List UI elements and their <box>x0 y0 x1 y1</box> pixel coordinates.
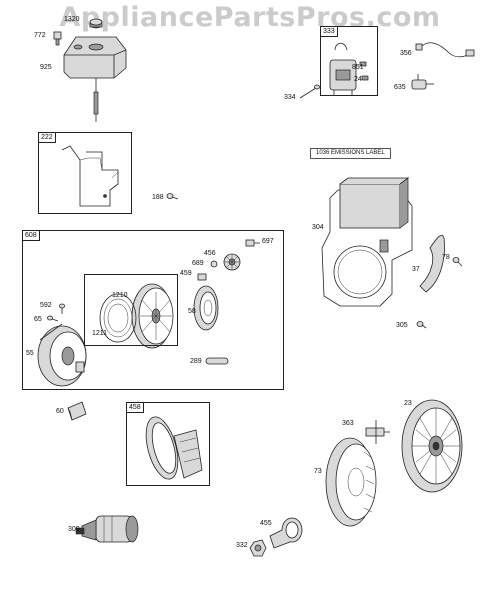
part-363-drawing <box>365 420 390 444</box>
inner-box-1210 <box>84 274 178 346</box>
part-label-304: 304 <box>312 224 324 231</box>
part-label-456: 456 <box>204 250 216 257</box>
gear-456-drawing <box>223 253 241 271</box>
part-label-58: 58 <box>188 308 196 315</box>
group-box-608: 608 <box>22 230 284 390</box>
screw-78-drawing <box>452 257 463 267</box>
part-label-356: 356 <box>400 50 412 57</box>
part-label-78: 78 <box>442 254 450 261</box>
group-tag-222: 222 <box>38 132 56 143</box>
part-label-332: 332 <box>236 542 248 549</box>
part-label-65: 65 <box>34 316 42 323</box>
group-box-458: 458 <box>126 402 210 486</box>
part-60-drawing <box>67 401 87 421</box>
part-label-925: 925 <box>40 64 52 71</box>
screw-592-drawing <box>59 303 65 314</box>
nut-332-drawing <box>249 539 267 557</box>
baffle-37-drawing <box>419 234 445 293</box>
cup-455-drawing <box>269 517 303 549</box>
part-label-459: 459 <box>180 270 192 277</box>
handle-289-drawing <box>205 357 229 365</box>
part-label-73: 73 <box>314 468 322 475</box>
emissions-label: 1036 EMISSIONS LABEL <box>310 148 391 159</box>
part-label-188: 188 <box>152 194 164 201</box>
part-label-689: 689 <box>192 260 204 267</box>
part-label-24: 24 <box>354 76 362 83</box>
bracket-222-drawing <box>61 145 119 207</box>
screw-188-drawing <box>166 193 179 200</box>
part-label-851: 851 <box>352 64 364 71</box>
terminal-635-drawing <box>411 74 434 90</box>
part-label-37: 37 <box>412 266 420 273</box>
part-label-697: 697 <box>262 238 274 245</box>
group-333-drawing <box>329 42 369 96</box>
part-label-55: 55 <box>26 350 34 357</box>
part-label-363: 363 <box>342 420 354 427</box>
tank-925-drawing <box>63 36 127 122</box>
cap-1320-drawing <box>89 18 103 29</box>
group-tag-458: 458 <box>126 402 144 413</box>
part-label-23: 23 <box>404 400 412 407</box>
part-label-334: 334 <box>284 94 296 101</box>
group-box-222: 222 <box>38 132 132 214</box>
wire-356-drawing <box>415 42 475 58</box>
part-label-1210: 1210 <box>112 292 128 299</box>
part-label-289: 289 <box>190 358 202 365</box>
part-label-1211: 1211 <box>92 330 108 337</box>
part-697-drawing <box>245 239 260 247</box>
part-label-1320: 1320 <box>64 16 80 23</box>
screw-305-drawing <box>416 321 427 329</box>
part-label-455: 455 <box>260 520 272 527</box>
part-label-60: 60 <box>56 408 64 415</box>
blower-housing-304-drawing <box>321 177 413 307</box>
recoil-housing-55-drawing <box>37 323 87 387</box>
part-459-drawing <box>197 273 207 281</box>
grill-458-drawing <box>145 416 203 480</box>
bolt-772-drawing <box>53 31 62 46</box>
pulley-1210-drawing <box>131 283 174 349</box>
part-label-305: 305 <box>396 322 408 329</box>
spring-1211-drawing <box>99 293 137 343</box>
part-label-592: 592 <box>40 302 52 309</box>
screen-73-drawing <box>325 437 377 527</box>
part-689-drawing <box>210 260 218 268</box>
part-label-772: 772 <box>34 32 46 39</box>
cup-58-drawing <box>193 285 219 331</box>
starter-309-drawing <box>75 515 139 543</box>
part-label-635: 635 <box>394 84 406 91</box>
screw-65-drawing <box>47 315 59 322</box>
part-label-309: 309 <box>68 526 80 533</box>
group-box-333: 333 <box>320 26 378 96</box>
group-tag-608: 608 <box>22 230 40 241</box>
flywheel-23-drawing <box>401 399 463 493</box>
screw-334-drawing <box>299 84 320 99</box>
group-tag-333: 333 <box>320 26 338 37</box>
